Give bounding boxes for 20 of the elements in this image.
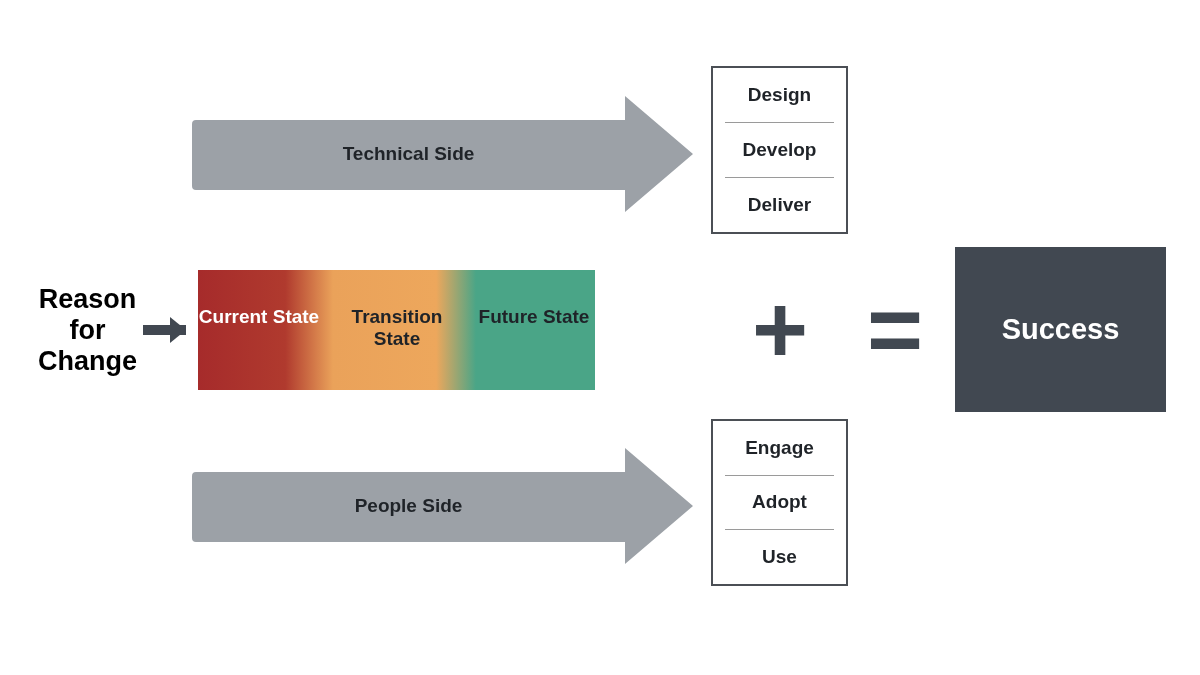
list-item: Engage xyxy=(745,435,814,460)
operator-symbol: + xyxy=(751,282,809,378)
stage-label: Current State xyxy=(197,306,321,328)
stage-label: Transition State xyxy=(350,306,444,350)
result-label: Success xyxy=(1001,311,1120,347)
list-item: Design xyxy=(747,82,812,107)
list-item: Deliver xyxy=(747,192,812,217)
list-item: Adopt xyxy=(752,490,807,515)
arrow xyxy=(143,317,186,343)
list-item: Develop xyxy=(742,137,817,162)
arrow-label: Technical Side xyxy=(341,142,476,166)
list-box xyxy=(711,419,848,586)
list-box xyxy=(711,66,848,234)
operator-symbol: = xyxy=(866,282,924,378)
stage-label: Future State xyxy=(477,306,591,328)
gradient-band xyxy=(198,270,595,390)
result-box xyxy=(955,247,1166,412)
list-item: Use xyxy=(762,544,797,569)
arrow-label: People Side xyxy=(353,494,464,518)
node-label: Reason for Change xyxy=(37,283,138,377)
